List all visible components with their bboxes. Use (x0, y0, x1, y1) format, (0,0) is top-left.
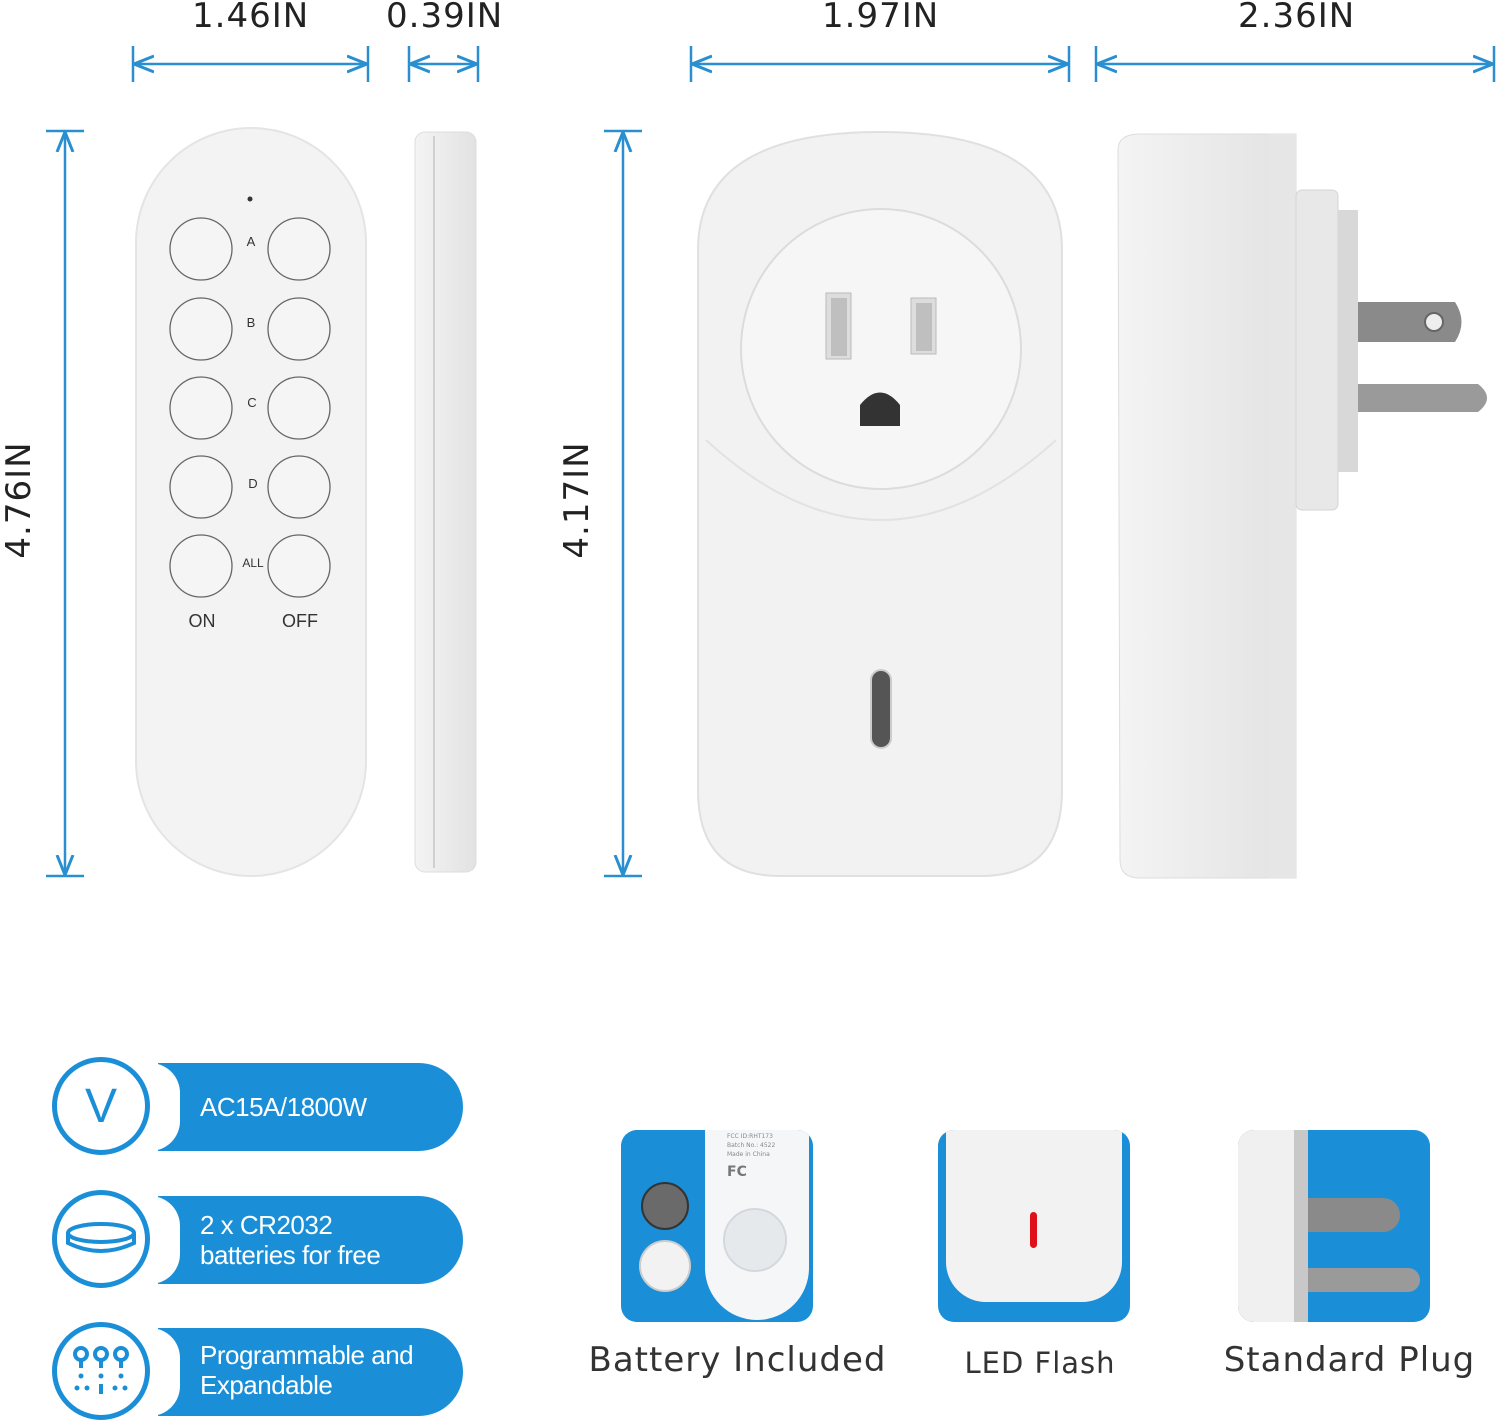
dimension-lines (46, 46, 1496, 878)
remote-width-label: 1.46IN (192, 0, 310, 36)
battery-compartment (723, 1208, 787, 1272)
remote-front: A B C D ALL ON OFF (135, 127, 367, 877)
remote-off-label: OFF (282, 611, 318, 631)
plug-prong (1308, 1198, 1400, 1232)
remote-row-label: D (248, 476, 257, 491)
coin-battery (641, 1182, 689, 1230)
feature-text: 2 x CR2032 (200, 1210, 333, 1240)
feature-text: Expandable (200, 1370, 333, 1400)
feature-text: AC15A/1800W (200, 1092, 367, 1122)
battery-included-image: FCC ID:RHT173 Batch No.: 4522 Made in Ch… (621, 1130, 813, 1322)
remote-row-label: C (247, 395, 256, 410)
led-flash-image (938, 1130, 1130, 1322)
fcc-logo: FC (727, 1164, 747, 1180)
plug-depth-label: 2.36IN (1238, 0, 1356, 36)
remote-side (414, 131, 477, 873)
product-dimension-drawing: A B C D ALL ON OFF (46, 46, 1496, 879)
standard-plug-image (1238, 1130, 1430, 1322)
remote-depth-label: 0.39IN (386, 0, 504, 36)
caption-standard-plug: Standard Plug (1223, 1340, 1476, 1380)
battery-cover (639, 1240, 691, 1292)
remote-row-label: ALL (242, 556, 264, 570)
led-indicator (1030, 1212, 1037, 1248)
batch-text: Batch No.: 4522 (727, 1142, 776, 1149)
plug-width-label: 1.97IN (822, 0, 940, 36)
origin-text: Made in China (727, 1151, 770, 1158)
voltage-icon: V (52, 1057, 150, 1155)
network-nodes-icon (52, 1322, 150, 1420)
coin-battery-icon (52, 1190, 150, 1288)
feature-text: Programmable and (200, 1340, 414, 1370)
remote-on-label: ON (189, 611, 216, 631)
plug-ground-pin (1308, 1268, 1420, 1292)
caption-battery-included: Battery Included (588, 1340, 887, 1380)
feature-text: batteries for free (200, 1240, 381, 1270)
plug-side (1117, 133, 1487, 879)
remote-row-label: B (247, 315, 256, 330)
remote-row-label: A (247, 234, 256, 249)
caption-led-flash: LED Flash (964, 1346, 1116, 1380)
plug-front (697, 130, 1063, 877)
fcc-id-text: FCC ID:RHT173 (727, 1133, 773, 1140)
